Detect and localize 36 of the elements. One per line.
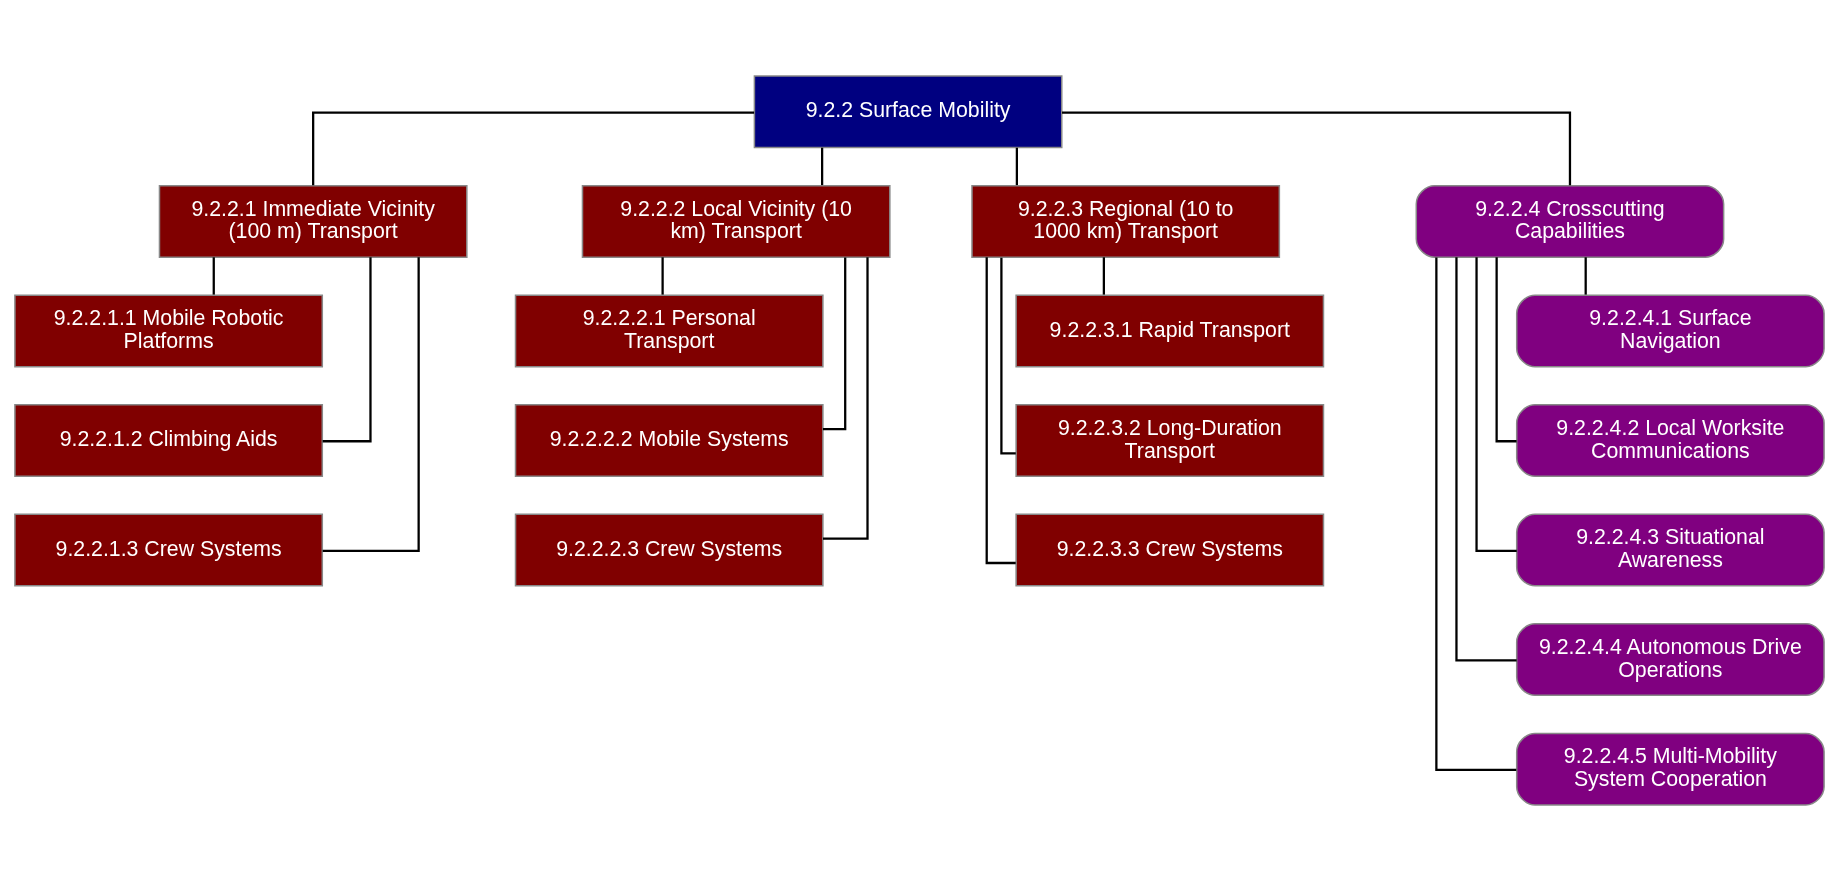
node-box: 9.2.2.4 Crosscutting Capabilities	[1415, 184, 1725, 258]
node-box: 9.2.2.3.1 Rapid Transport	[1015, 293, 1325, 367]
node-box: 9.2.2.3.3 Crew Systems	[1015, 513, 1325, 587]
connector	[322, 256, 372, 442]
connector	[1435, 256, 1517, 771]
connector	[1584, 256, 1587, 295]
node-box: 9.2.2.2.3 Crew Systems	[514, 513, 824, 587]
node-box: 9.2.2.4.4 Autonomous Drive Operations	[1515, 622, 1825, 696]
connector	[1102, 256, 1105, 295]
connector	[821, 147, 824, 185]
node-box: 9.2.2.1.1 Mobile Robotic Platforms	[14, 293, 324, 367]
connector	[823, 256, 869, 540]
connector	[1475, 256, 1517, 552]
node-box: 9.2.2.3 Regional (10 to 1000 km) Transport	[971, 184, 1281, 258]
node-box: 9.2.2.4.1 Surface Navigation	[1515, 293, 1825, 367]
connector	[322, 256, 420, 552]
connector	[1062, 110, 1572, 185]
node-box: 9.2.2.1.3 Crew Systems	[14, 513, 324, 587]
node-box: 9.2.2.1 Immediate Vicinity (100 m) Transport	[158, 184, 468, 258]
connector	[1455, 256, 1517, 661]
node-box: 9.2.2.4.2 Local Worksite Communications	[1515, 403, 1825, 477]
connector	[985, 256, 1016, 564]
node-box: 9.2.2.2 Local Vicinity (10 km) Transport	[581, 184, 891, 258]
connector	[1015, 147, 1018, 185]
connector	[212, 256, 215, 295]
node-box: 9.2.2.4.3 Situational Awareness	[1515, 513, 1825, 587]
node-box: 9.2.2.2.2 Mobile Systems	[514, 403, 824, 477]
node-box: 9.2.2.1.2 Climbing Aids	[14, 403, 324, 477]
node-box: 9.2.2.2.1 Personal Transport	[514, 293, 824, 367]
connector	[312, 110, 755, 185]
node-box: 9.2.2 Surface Mobility	[753, 74, 1063, 148]
connector	[661, 256, 664, 295]
connector	[1000, 257, 1016, 455]
node-box: 9.2.2.4.5 Multi-Mobility System Cooperation	[1515, 732, 1825, 806]
node-box: 9.2.2.3.2 Long-Duration Transport	[1015, 403, 1325, 477]
connector	[1495, 256, 1517, 442]
